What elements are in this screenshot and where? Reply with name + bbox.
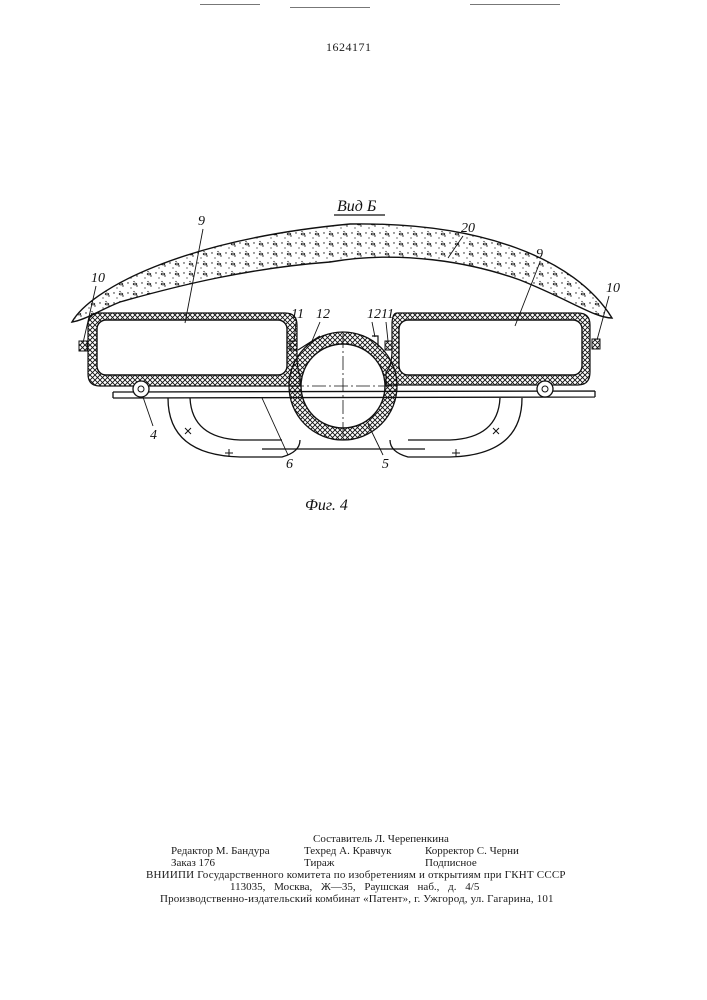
callout-5: 5 <box>382 457 389 472</box>
support-shoe-left <box>168 398 300 457</box>
pad-10-right <box>592 339 600 349</box>
joint-4-right <box>537 381 553 397</box>
leader-12-right <box>372 322 375 337</box>
support-shoe-right <box>390 398 522 457</box>
view-label: Вид Б <box>337 198 377 215</box>
leader-6 <box>262 398 288 455</box>
housing-9-left-inner <box>97 320 287 375</box>
colophon-editor: Редактор М. Бандура <box>171 845 270 857</box>
colophon-techred: Техред А. Кравчук <box>304 845 391 857</box>
figure-caption: Фиг. 4 <box>305 497 348 514</box>
colophon-subscription: Подписное <box>425 857 477 869</box>
colophon-vniipi: ВНИИПИ Государственного комитета по изоб… <box>146 869 566 881</box>
leader-11-right <box>386 322 388 341</box>
colophon-address: 113035, Москва, Ж—35, Раушская наб., д. … <box>230 881 479 893</box>
colophon-circulation: Тираж <box>304 857 334 869</box>
housing-9-right-inner <box>399 320 582 375</box>
callout-11-left: 11 <box>291 307 304 322</box>
callout-10-right: 10 <box>606 281 620 296</box>
joint-4-left <box>133 381 149 397</box>
callout-12-left: 12 <box>316 307 330 322</box>
leader-4 <box>143 397 153 426</box>
callout-4: 4 <box>150 428 157 443</box>
callout-9-left: 9 <box>198 214 205 229</box>
colophon-corrector: Корректор С. Черни <box>425 845 519 857</box>
lug-11-left <box>290 341 297 350</box>
ballast-layer-20 <box>72 224 612 322</box>
callout-11-right: 11 <box>381 307 394 322</box>
lug-11-right <box>385 341 392 350</box>
callout-12-right: 12 <box>367 307 381 322</box>
colophon-order: Заказ 176 <box>171 857 215 869</box>
colophon-printer: Производственно-издательский комбинат «П… <box>160 893 554 905</box>
callout-6: 6 <box>286 457 293 472</box>
colophon-compiler: Составитель Л. Черепенкина <box>313 833 449 845</box>
callout-20: 20 <box>461 221 475 236</box>
callout-9-right: 9 <box>536 247 543 262</box>
callout-10-left: 10 <box>91 271 105 286</box>
